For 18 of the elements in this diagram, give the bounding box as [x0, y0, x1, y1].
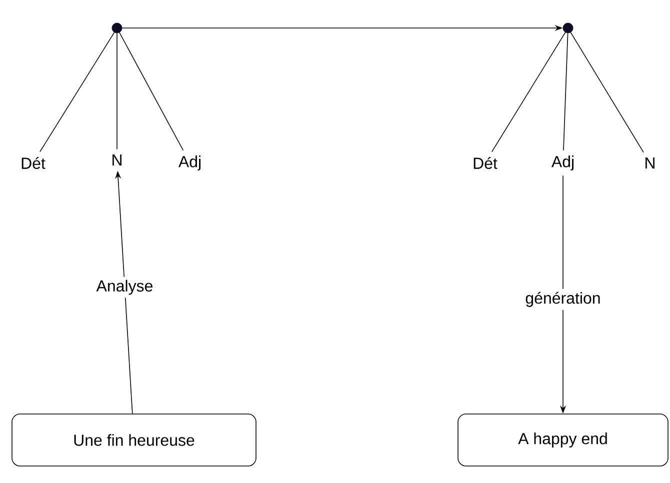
text-box: A happy end	[458, 414, 668, 466]
tree-branch-line	[119, 32, 184, 151]
word-label: Dét	[22, 157, 46, 169]
tree-branch-line	[570, 32, 644, 153]
word-label: Adj	[551, 156, 574, 170]
tree-branch-line	[491, 32, 566, 152]
word-label: N	[646, 158, 654, 168]
edge-label: Analyse	[93, 276, 156, 298]
edge-label: génération	[522, 288, 604, 310]
tree-branch-line	[40, 32, 115, 152]
word-label: Adj	[178, 156, 200, 170]
tree-node-dot	[112, 22, 122, 34]
text-box: Une fin heureuse	[12, 414, 256, 466]
tree-node-dot	[562, 22, 574, 34]
word-label: Dét	[474, 157, 498, 169]
tree-branch-line	[563, 32, 568, 151]
word-label: N	[112, 154, 122, 166]
tree-branch-line	[116, 32, 118, 150]
